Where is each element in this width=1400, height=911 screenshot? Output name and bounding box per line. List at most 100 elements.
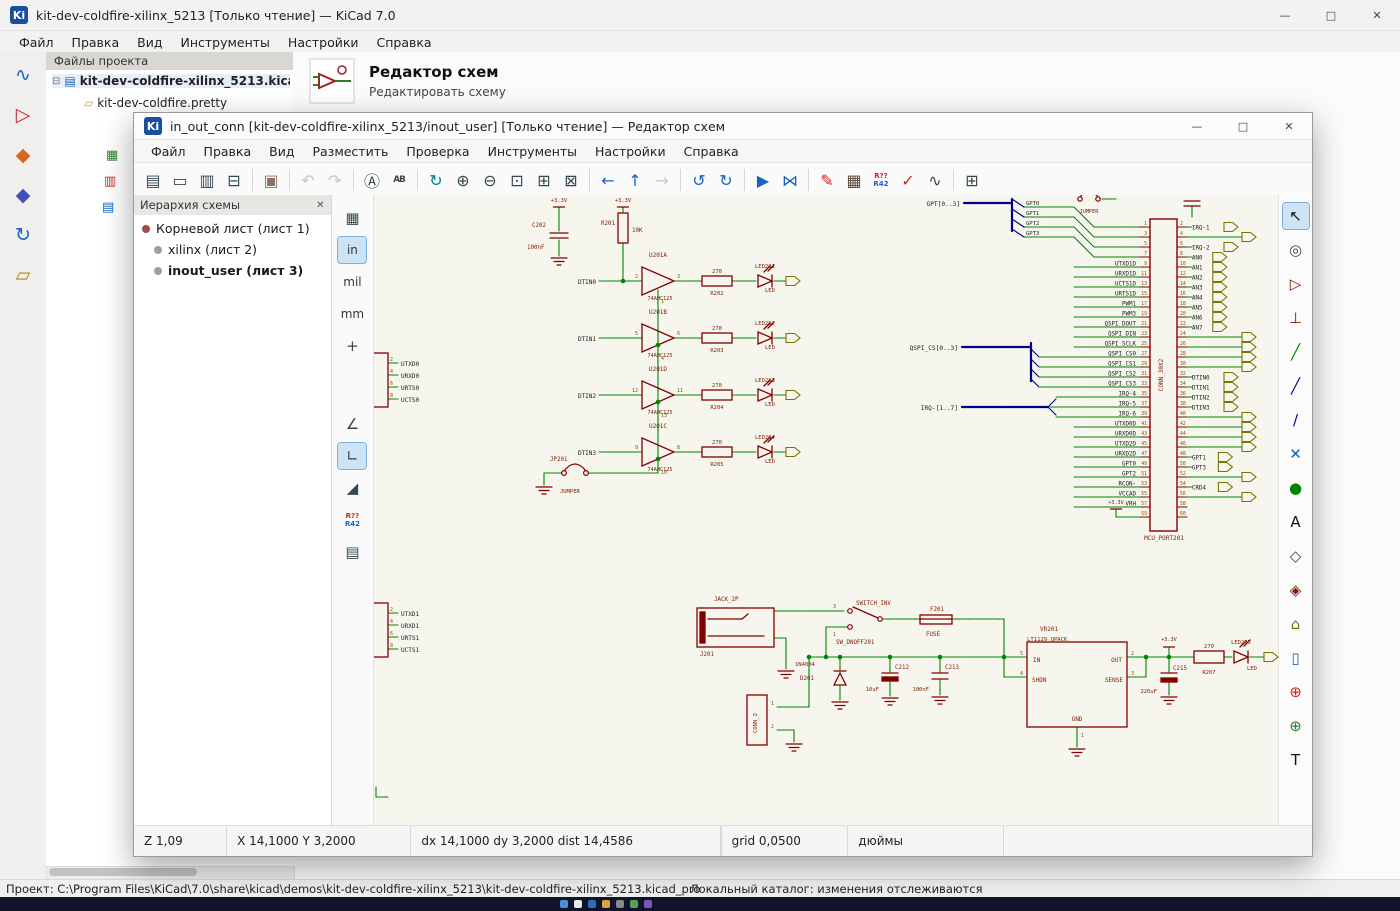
annotate-icon[interactable]: ✎: [820, 170, 834, 190]
text-tool-icon[interactable]: T: [1290, 751, 1301, 769]
nav-up-icon[interactable]: ↑: [628, 170, 642, 190]
zoom-fit-icon[interactable]: ⊡: [510, 170, 524, 190]
project-tree-item[interactable]: ▥: [100, 174, 120, 189]
close-icon[interactable]: ✕: [316, 199, 325, 211]
zoom-out-icon[interactable]: ⊖: [483, 170, 497, 190]
project-tree-item[interactable]: ▦: [102, 148, 122, 163]
free-angle-icon[interactable]: ∠: [345, 415, 360, 433]
cursor-shape-icon[interactable]: +: [346, 337, 359, 355]
maximize-button[interactable]: □: [1325, 8, 1337, 22]
bus-tool-icon[interactable]: ╱: [1291, 377, 1301, 395]
menu-inspect[interactable]: Проверка: [406, 143, 470, 159]
navigate-sheet-icon[interactable]: ▶: [756, 170, 770, 190]
hier-label-icon[interactable]: ⌂: [1290, 615, 1301, 633]
hidden-fields-icon[interactable]: R??R42: [344, 512, 360, 528]
print-icon[interactable]: ▥: [199, 170, 215, 190]
zoom-page-icon[interactable]: ⊞: [537, 170, 551, 190]
nav-forward-icon[interactable]: →: [655, 170, 669, 190]
hier-sheet-icon[interactable]: ▯: [1291, 649, 1300, 667]
nav-back-icon[interactable]: ←: [601, 170, 615, 190]
taskbar-app-icon[interactable]: [560, 900, 568, 908]
project-panel-hscrollbar[interactable]: [46, 866, 295, 880]
refresh-project-icon[interactable]: ↻: [15, 224, 31, 246]
place-power-icon[interactable]: ⊥: [1288, 309, 1303, 327]
menu-tools[interactable]: Инструменты: [487, 143, 578, 159]
units-mm-button[interactable]: mm: [340, 307, 365, 321]
menu-preferences[interactable]: Настройки: [595, 143, 666, 159]
menu-file[interactable]: Файл: [151, 143, 186, 159]
mirror-icon[interactable]: ⋈: [782, 170, 798, 190]
taskbar-app-icon[interactable]: [602, 900, 610, 908]
menu-view[interactable]: Вид: [137, 34, 163, 50]
highlight-net-icon[interactable]: ◎: [1288, 241, 1303, 259]
hierarchy-item-xilinx[interactable]: xilinx (лист 2): [154, 242, 331, 257]
schematic-editor-icon[interactable]: ∿: [15, 64, 31, 86]
find-replace-icon[interactable]: AB: [393, 175, 406, 185]
select-tool-icon[interactable]: ↖: [1281, 202, 1310, 230]
find-icon[interactable]: Ⓐ: [363, 172, 380, 191]
net-label-icon[interactable]: A: [1290, 513, 1301, 531]
menu-preferences[interactable]: Настройки: [287, 34, 359, 50]
project-tree-item[interactable]: ▤: [98, 200, 118, 215]
hierarchy-item-root[interactable]: Корневой лист (лист 1): [142, 221, 331, 236]
rotate-ccw-icon[interactable]: ↺: [692, 170, 706, 190]
redo-icon[interactable]: ↷: [328, 170, 342, 190]
project-tree-folder[interactable]: ▱ kit-dev-coldfire.pretty: [80, 96, 290, 110]
global-label-icon[interactable]: ◈: [1289, 581, 1302, 599]
expander-icon[interactable]: ⊟: [52, 75, 61, 87]
scrollbar-thumb[interactable]: [49, 868, 197, 876]
no-connect-icon[interactable]: ✕: [1289, 445, 1302, 463]
minimize-button[interactable]: —: [1191, 119, 1203, 133]
sheet-settings-icon[interactable]: ▭: [172, 170, 188, 190]
wire-tool-icon[interactable]: ╱: [1291, 343, 1301, 361]
hierarchy-item-inout-user[interactable]: inout_user (лист 3): [154, 263, 331, 278]
zoom-selection-icon[interactable]: ⊠: [564, 170, 578, 190]
windows-taskbar[interactable]: [0, 897, 1400, 911]
3d-viewer-icon[interactable]: ◆: [15, 144, 31, 166]
taskbar-app-icon[interactable]: [644, 900, 652, 908]
main-titlebar[interactable]: Ki kit-dev-coldfire-xilinx_5213 [Только …: [0, 0, 1400, 31]
taskbar-app-icon[interactable]: [588, 900, 596, 908]
symbol-library-icon[interactable]: ▦: [846, 170, 862, 190]
zoom-in-icon[interactable]: ⊕: [456, 170, 470, 190]
maximize-button[interactable]: □: [1237, 119, 1249, 133]
menu-view[interactable]: Вид: [269, 143, 295, 159]
rotate-cw-icon[interactable]: ↻: [719, 170, 733, 190]
refresh-view-icon[interactable]: ↻: [429, 170, 443, 190]
sheet-background-icon[interactable]: ▤: [345, 543, 360, 561]
schematic-editor-card[interactable]: Редактор схем Редактировать схему: [309, 58, 506, 104]
close-button[interactable]: ✕: [1284, 119, 1294, 133]
taskbar-app-icon[interactable]: [630, 900, 638, 908]
menu-file[interactable]: Файл: [19, 34, 54, 50]
simulator-icon[interactable]: ∿: [928, 170, 942, 190]
menu-edit[interactable]: Правка: [71, 34, 120, 50]
symbol-fields-table-icon[interactable]: R??R42: [873, 172, 889, 188]
project-tree-root[interactable]: ⊟ ▤ kit-dev-coldfire-xilinx_5213.kicad..…: [52, 74, 290, 88]
menu-tools[interactable]: Инструменты: [180, 34, 270, 50]
import-sheet-pin-icon[interactable]: ⊕: [1289, 683, 1302, 701]
menu-help[interactable]: Справка: [376, 34, 432, 50]
place-image-icon[interactable]: ⊕: [1289, 717, 1302, 735]
editor-titlebar[interactable]: Ki in_out_conn [kit-dev-coldfire-xilinx_…: [134, 113, 1312, 140]
undo-icon[interactable]: ↶: [301, 170, 315, 190]
grid-toggle-icon[interactable]: ▦: [345, 209, 360, 227]
save-icon[interactable]: ▤: [145, 170, 161, 190]
hv-wires-icon[interactable]: ∟: [337, 442, 368, 470]
units-inches-button[interactable]: in: [337, 236, 368, 264]
place-symbol-icon[interactable]: ▷: [1289, 275, 1302, 293]
symbol-editor-icon[interactable]: ▷: [15, 104, 31, 126]
minimize-button[interactable]: —: [1279, 8, 1291, 22]
plot-icon[interactable]: ⊟: [227, 170, 241, 190]
units-mils-button[interactable]: mil: [343, 275, 362, 289]
spreadsheet-icon[interactable]: ⊞: [965, 170, 979, 190]
erc-icon[interactable]: ✓: [901, 170, 915, 190]
menu-edit[interactable]: Правка: [203, 143, 252, 159]
junction-icon[interactable]: ●: [1288, 479, 1303, 497]
45deg-wires-icon[interactable]: ◢: [346, 479, 359, 497]
directive-label-icon[interactable]: ◇: [1289, 547, 1302, 565]
taskbar-app-icon[interactable]: [574, 900, 582, 908]
footprint-editor-icon[interactable]: ◆: [15, 184, 31, 206]
paste-icon[interactable]: ▣: [263, 170, 279, 190]
